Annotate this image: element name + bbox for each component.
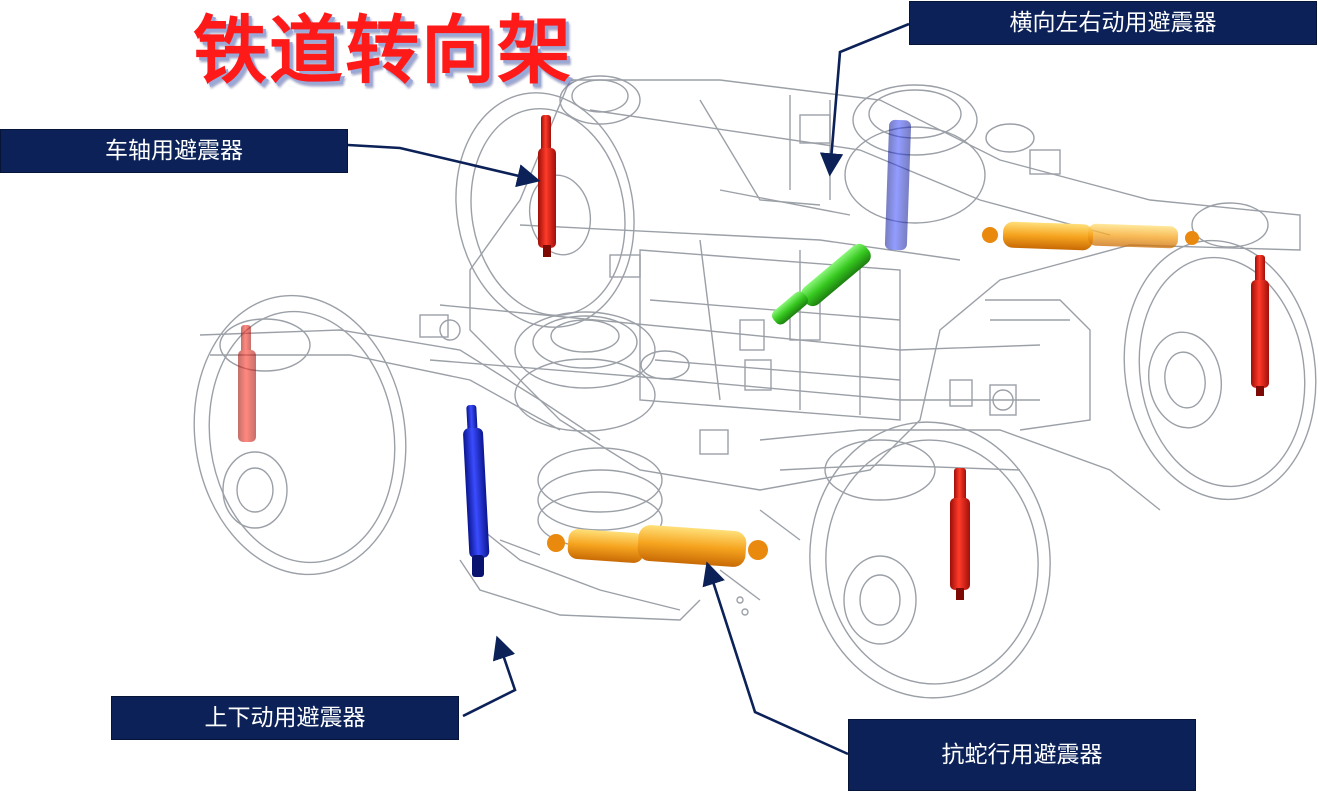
axle-damper-front-left bbox=[238, 325, 256, 442]
wheel-front-center bbox=[809, 421, 1051, 699]
wheel-front-left bbox=[193, 294, 407, 576]
axle-damper-back-left bbox=[538, 115, 556, 257]
label-axle-damper: 车轴用避震器 bbox=[0, 129, 348, 173]
leader-axle bbox=[347, 143, 541, 188]
bogie-frame bbox=[199, 79, 1301, 621]
wheel-back-right bbox=[844, 84, 1035, 224]
yaw-damper-front bbox=[547, 525, 768, 567]
leader-lateral bbox=[819, 22, 910, 177]
wheel-back-left bbox=[455, 75, 641, 328]
leader-lines bbox=[347, 22, 910, 756]
diagram-title: 铁道转向架 bbox=[193, 8, 573, 94]
wheel-front-right bbox=[1123, 202, 1317, 501]
leader-vertical bbox=[462, 635, 517, 718]
axle-damper-front-center bbox=[950, 468, 970, 600]
air-springs bbox=[514, 311, 690, 549]
yaw-damper-back bbox=[982, 221, 1199, 251]
lateral-damper bbox=[771, 243, 871, 325]
leader-yaw bbox=[702, 561, 849, 756]
vertical-damper-front bbox=[463, 404, 490, 577]
label-lateral-damper: 横向左右动用避震器 bbox=[909, 1, 1317, 45]
bogie-wireframe bbox=[193, 75, 1317, 699]
axle-damper-front-right bbox=[1251, 255, 1269, 396]
vertical-damper-back bbox=[884, 119, 912, 251]
label-yaw-damper: 抗蛇行用避震器 bbox=[848, 719, 1196, 791]
detail-brackets bbox=[419, 114, 1061, 616]
label-vertical-damper: 上下动用避震器 bbox=[111, 696, 459, 740]
